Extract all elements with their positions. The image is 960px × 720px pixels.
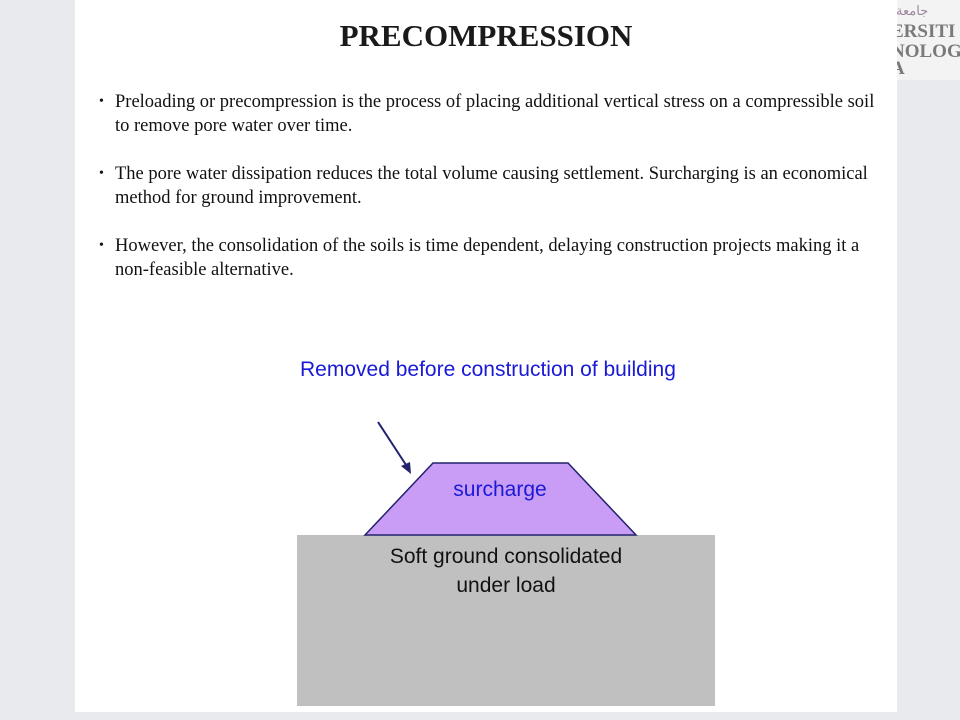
ground-label: Soft ground consolidated under load bbox=[297, 542, 715, 600]
bullet-item: • The pore water dissipation reduces the… bbox=[99, 162, 889, 210]
surcharge-trapezoid bbox=[363, 462, 638, 536]
bullet-dot: • bbox=[99, 94, 104, 109]
logo-line-2: NOLOGI bbox=[891, 41, 960, 62]
university-logo: جامعة ERSITI NOLOGI A bbox=[886, 0, 960, 80]
bullet-text: The pore water dissipation reduces the t… bbox=[115, 164, 868, 208]
bullet-text: However, the consolidation of the soils … bbox=[115, 236, 860, 280]
bullet-text: Preloading or precompression is the proc… bbox=[115, 92, 875, 136]
bullet-item: • However, the consolidation of the soil… bbox=[99, 234, 889, 282]
ground-label-line-2: under load bbox=[456, 574, 556, 597]
bullet-dot: • bbox=[99, 166, 104, 181]
bullet-item: • Preloading or precompression is the pr… bbox=[99, 90, 889, 138]
slide-title: PRECOMPRESSION bbox=[339, 18, 633, 53]
surcharge-label: surcharge bbox=[453, 478, 547, 501]
pointer-arrow-head bbox=[401, 462, 411, 474]
bullet-dot: • bbox=[99, 238, 104, 253]
bullet-list: • Preloading or precompression is the pr… bbox=[99, 90, 889, 306]
logo-script-text: جامعة bbox=[896, 4, 929, 19]
annotation-text: Removed before construction of building bbox=[300, 358, 676, 381]
logo-line-1: ERSITI bbox=[891, 21, 956, 42]
soft-ground-block bbox=[297, 535, 715, 706]
ground-label-line-1: Soft ground consolidated bbox=[389, 545, 623, 568]
pointer-arrow-line bbox=[377, 421, 409, 469]
